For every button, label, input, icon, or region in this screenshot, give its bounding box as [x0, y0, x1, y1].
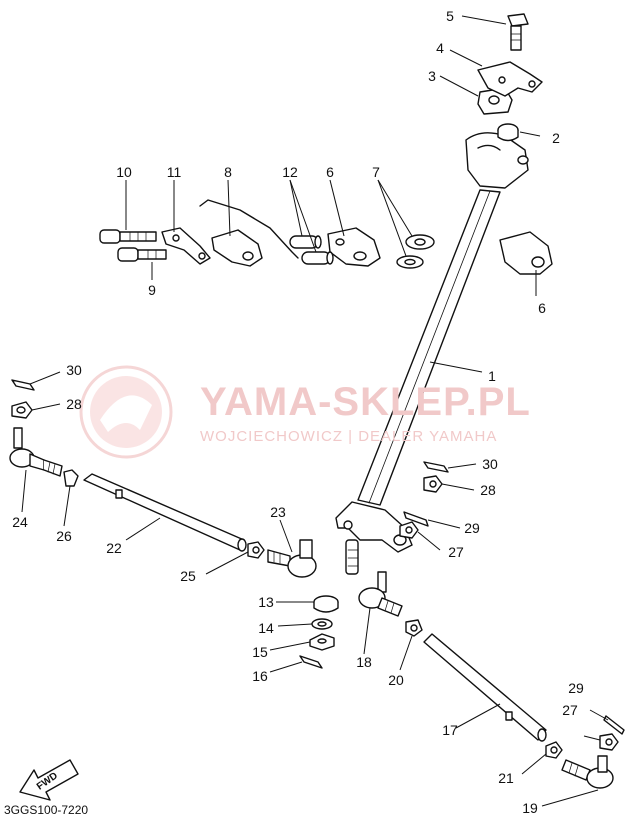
watermark-subtitle: WOJCIECHOWICZ | DEALER YAMAHA [200, 428, 498, 445]
part-4-plate [477, 61, 543, 97]
callout-28-mid: 28 [480, 482, 496, 498]
part-13-washer [313, 595, 339, 613]
part-19-tie-rod-end [561, 755, 614, 789]
callout-8: 8 [224, 164, 232, 180]
callout-2: 2 [552, 130, 560, 146]
part-28-nut-mid [423, 475, 443, 493]
part-11-stay [161, 227, 211, 265]
callout-6-right: 6 [538, 300, 546, 316]
part-18-tie-rod-end [358, 571, 403, 617]
callout-5: 5 [446, 8, 454, 24]
part-26-nut [63, 469, 79, 487]
callout-30-left: 30 [66, 362, 82, 378]
part-7-washers [396, 234, 435, 269]
part-6-holder-left [327, 227, 381, 267]
callout-27-mid: 27 [448, 544, 464, 560]
callout-28-left: 28 [66, 396, 82, 412]
callout-27-right: 27 [562, 702, 578, 718]
callout-19: 19 [522, 800, 538, 816]
part-27-nut-mid [399, 521, 419, 539]
part-29-cotter-pin-mid [403, 511, 429, 527]
fwd-arrow [19, 759, 79, 801]
part-8-bracket [199, 199, 299, 267]
part-9-bolt [117, 247, 167, 262]
callout-30-mid: 30 [482, 456, 498, 472]
callout-1: 1 [488, 368, 496, 384]
callout-16: 16 [252, 668, 268, 684]
diagram-code: 3GGS100-7220 [4, 803, 89, 817]
part-21-nut [545, 741, 563, 759]
watermark-logo [79, 365, 173, 459]
part-5-bolt [507, 13, 529, 51]
part-10-bolt [99, 229, 157, 244]
part-28-nut-left [11, 401, 33, 419]
callout-13: 13 [258, 594, 274, 610]
part-2-bush [497, 123, 519, 142]
part-29-cotter-pin-right [603, 715, 625, 735]
part-22-tie-rod [83, 473, 247, 552]
callout-18: 18 [356, 654, 372, 670]
callout-12: 12 [282, 164, 298, 180]
part-14-washer [311, 618, 333, 630]
callout-3: 3 [428, 68, 436, 84]
callout-7: 7 [372, 164, 380, 180]
callout-9: 9 [148, 282, 156, 298]
watermark-title: YAMA-SKLEP.PL [200, 380, 531, 424]
part-23-tie-rod-end [267, 539, 317, 578]
callout-17: 17 [442, 722, 458, 738]
part-30-cotter-pin-mid [423, 461, 449, 473]
part-27-nut-right [599, 733, 619, 751]
steering-shaft [335, 132, 529, 575]
callout-29-right: 29 [568, 680, 584, 696]
callout-23: 23 [270, 504, 286, 520]
callout-14: 14 [258, 620, 274, 636]
part-25-nut [247, 541, 265, 559]
callout-22: 22 [106, 540, 122, 556]
part-6-holder-right [499, 231, 553, 275]
part-15-nut [309, 633, 335, 651]
callout-11: 11 [166, 164, 182, 180]
callout-29-mid: 29 [464, 520, 480, 536]
callout-26: 26 [56, 528, 72, 544]
callout-24: 24 [12, 514, 28, 530]
callout-15: 15 [252, 644, 268, 660]
part-20-nut [405, 619, 423, 637]
part-30-cotter-pin-left [11, 379, 35, 391]
callout-4: 4 [436, 40, 444, 56]
part-12-collars [289, 235, 334, 265]
part-16-cotter-pin [299, 655, 323, 669]
callout-25: 25 [180, 568, 196, 584]
callout-21: 21 [498, 770, 514, 786]
callout-6-left: 6 [326, 164, 334, 180]
callout-10: 10 [116, 164, 132, 180]
leader-lines [21, 15, 609, 807]
callout-20: 20 [388, 672, 404, 688]
part-24-tie-rod-end [9, 427, 63, 477]
part-17-tie-rod [423, 633, 547, 742]
